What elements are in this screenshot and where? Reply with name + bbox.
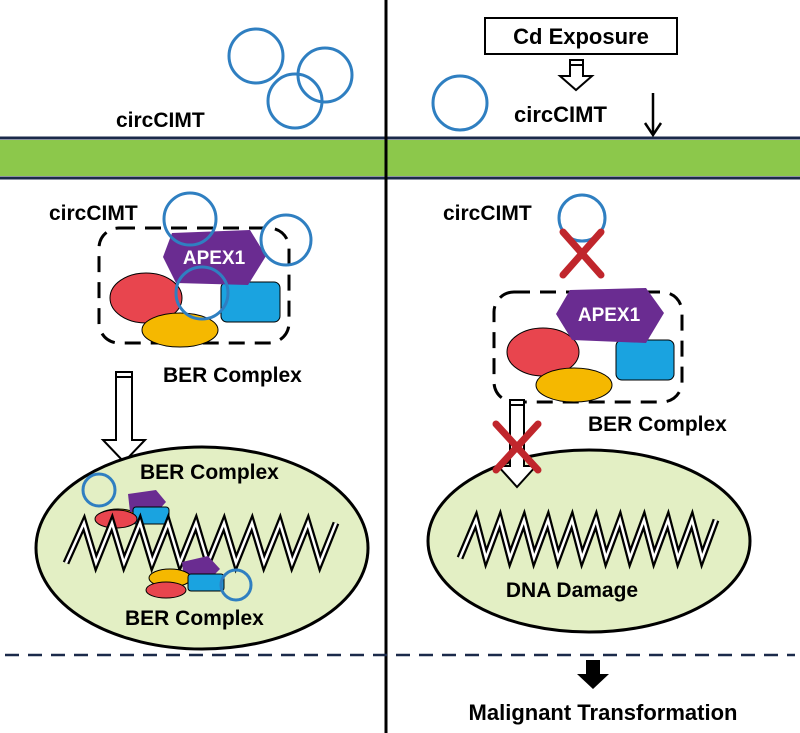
ber-complex-mini-lower [145,556,253,602]
ber-complex-label: BER Complex [163,364,302,387]
nucleus-ber-complex-label-bottom: BER Complex [125,607,264,630]
ber-complex-label: BER Complex [588,413,727,436]
ring-icon [162,191,218,247]
apex1-label: APEX1 [183,248,246,269]
ber-complex-box [492,290,684,404]
circcimt-extracellular-label: circCIMT [514,102,607,127]
ring-icon [219,568,253,602]
extracellular-circrna-group [227,27,354,130]
circcimt-extracellular-label: circCIMT [116,109,205,132]
apex1-label: APEX1 [578,305,641,326]
blue-protein [220,281,281,323]
dna-zigzag-icon [62,512,340,574]
left-panel: circCIMT circCIMT APEX1 BER Complex BER … [34,27,370,651]
hollow-arrow-icon [100,371,148,464]
malignant-transformation-label: Malignant Transformation [469,700,738,725]
ring-icon [174,265,230,321]
ring-icon [557,193,607,243]
yellow-protein [141,312,219,348]
ber-complex-box [97,226,291,345]
blue-protein [615,339,675,381]
bound-circrna-group [162,191,313,321]
nucleus-ber-complex-label-top: BER Complex [140,461,279,484]
ring-icon [81,472,117,508]
solid-down-arrow-icon [577,660,609,689]
ring-icon [431,74,489,132]
ring-icon [266,72,324,130]
yellow-protein [535,367,613,403]
red-x-icon [492,420,542,474]
cd-exposure-label: Cd Exposure [513,24,649,49]
cell-membrane [0,136,800,180]
dna-damage-label: DNA Damage [506,579,638,602]
circcimt-intracellular-label: circCIMT [443,202,532,225]
ber-complex-mini-upper [81,472,170,529]
cd-exposure-box [484,17,678,55]
hollow-arrow-icon [557,59,595,92]
ring-icon [227,27,285,85]
dna-zigzag-icon [456,508,720,570]
ring-icon [259,213,313,267]
red-x-icon [559,228,605,279]
apex1-protein [556,288,664,343]
circcimt-intracellular-label: circCIMT [49,202,138,225]
thin-down-arrow-icon [643,93,663,138]
right-panel: Cd Exposure circCIMT circCIMT APEX1 BER … [426,17,752,634]
